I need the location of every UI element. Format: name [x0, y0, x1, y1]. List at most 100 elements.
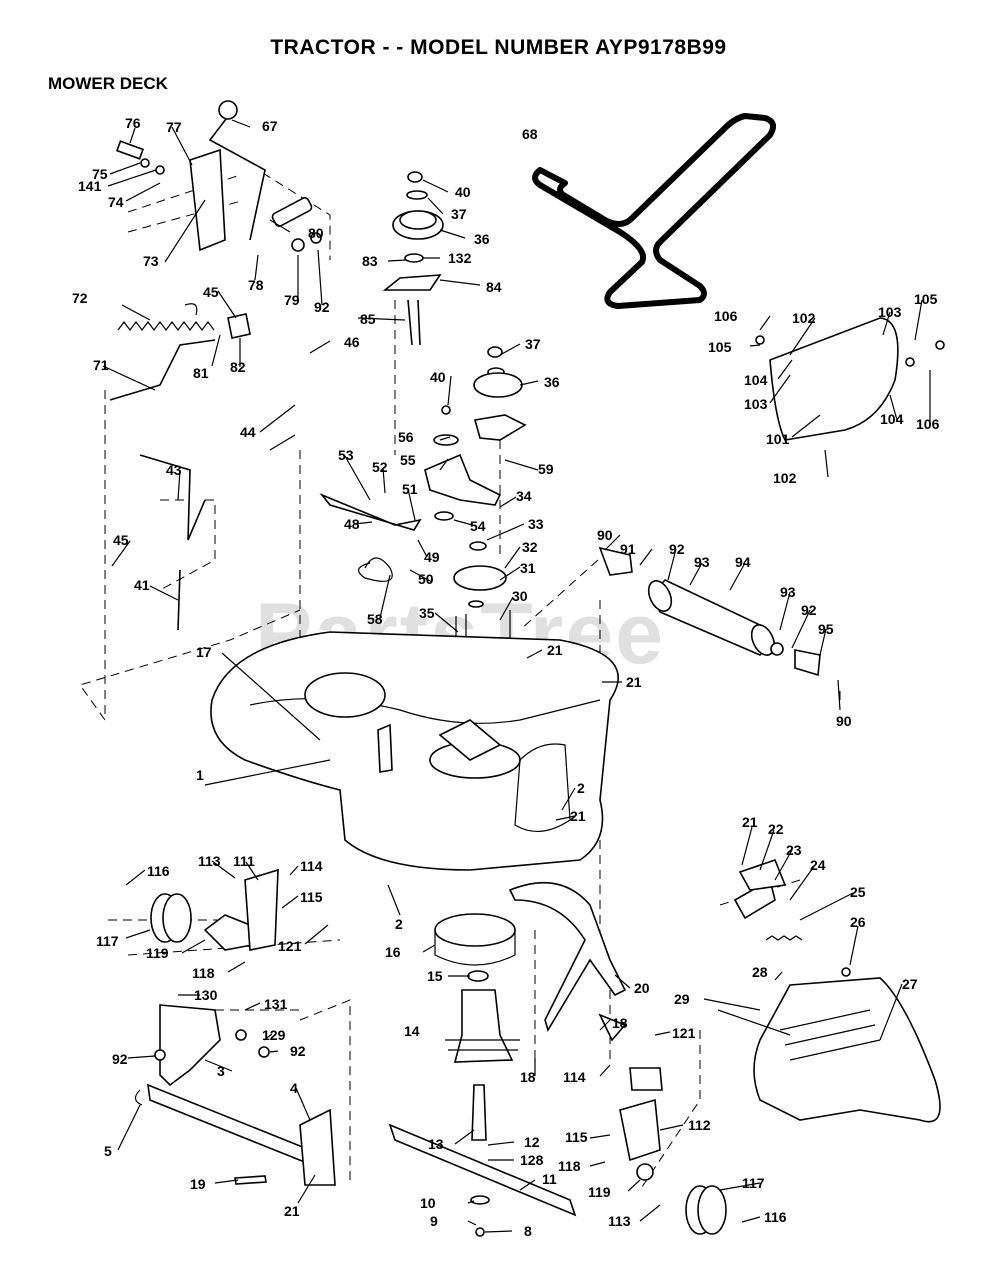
part-label: 132	[448, 250, 472, 266]
part-label: 129	[262, 1027, 286, 1043]
part-label: 16	[385, 944, 401, 960]
part-label: 36	[474, 231, 490, 247]
part-label: 40	[430, 369, 446, 385]
part-label: 37	[525, 336, 541, 352]
part-label: 33	[528, 516, 544, 532]
part-label: 18	[520, 1069, 536, 1085]
part-label: 92	[112, 1051, 128, 1067]
part-label: 116	[147, 863, 170, 879]
section-heading: MOWER DECK	[48, 74, 168, 93]
part-label: 59	[538, 461, 554, 477]
part-label: 14	[404, 1023, 420, 1039]
part-label: 76	[125, 115, 141, 131]
rear-baffle	[755, 317, 945, 441]
belt	[532, 113, 777, 309]
part-label: 24	[810, 857, 826, 873]
part-label: 90	[597, 527, 613, 543]
part-label: 30	[512, 588, 528, 604]
part-label: 83	[362, 253, 378, 269]
part-label: 115	[300, 889, 323, 905]
part-label: 46	[344, 334, 360, 350]
part-label: 91	[620, 541, 636, 557]
part-label: 128	[520, 1152, 544, 1168]
part-label: 43	[166, 462, 182, 478]
part-label: 40	[455, 184, 471, 200]
part-label: 26	[850, 914, 866, 930]
part-number-labels: 67 76 77 75 141 74 73 80 78 79 92 40 37 …	[72, 115, 940, 1239]
part-label: 77	[166, 119, 182, 135]
part-label: 117	[742, 1175, 765, 1191]
part-label: 67	[262, 118, 278, 134]
part-label: 27	[902, 976, 918, 992]
part-label: 29	[674, 991, 690, 1007]
part-label: 71	[93, 357, 109, 373]
mower-deck	[210, 631, 619, 871]
part-label: 72	[72, 290, 88, 306]
part-label: 45	[203, 284, 219, 300]
idler-bracket	[319, 434, 511, 666]
part-label: 95	[818, 621, 834, 637]
part-label: 105	[708, 339, 732, 355]
part-label: 81	[193, 365, 209, 381]
deck-hangers	[508, 882, 627, 1042]
part-label: 118	[558, 1158, 581, 1174]
part-label: 25	[850, 884, 866, 900]
part-label: 50	[418, 571, 434, 587]
part-label: 36	[544, 374, 560, 390]
part-label: 92	[669, 541, 685, 557]
part-label: 112	[688, 1117, 711, 1133]
part-label: 118	[192, 965, 215, 981]
part-label: 114	[563, 1069, 586, 1085]
part-label: 2	[395, 916, 403, 932]
part-label: 56	[398, 429, 414, 445]
part-label: 141	[78, 178, 102, 194]
part-label: 12	[524, 1134, 540, 1150]
part-label: 17	[196, 644, 212, 660]
part-label: 19	[190, 1176, 206, 1192]
part-label: 21	[284, 1203, 300, 1219]
part-label: 113	[608, 1213, 631, 1229]
part-label: 84	[486, 279, 502, 295]
part-label: 105	[914, 291, 938, 307]
part-label: 117	[96, 933, 119, 949]
part-label: 23	[786, 842, 802, 858]
part-label: 49	[424, 549, 440, 565]
part-label: 79	[284, 292, 300, 308]
part-label: 92	[290, 1043, 306, 1059]
part-label: 31	[520, 560, 536, 576]
part-label: 37	[451, 206, 467, 222]
spring-and-rods	[109, 303, 251, 631]
part-label: 78	[248, 277, 264, 293]
part-label: 116	[764, 1209, 787, 1225]
part-label: 3	[217, 1063, 225, 1079]
part-label: 115	[565, 1129, 588, 1145]
part-label: 55	[400, 452, 416, 468]
discharge-chute	[717, 858, 941, 1123]
part-label: 102	[792, 310, 816, 326]
part-label: 111	[233, 853, 255, 869]
part-label: 5	[104, 1143, 112, 1159]
part-label: 121	[672, 1025, 696, 1041]
part-label: 73	[143, 253, 159, 269]
part-label: 93	[780, 584, 796, 600]
part-label: 85	[360, 311, 376, 327]
part-label: 90	[836, 713, 852, 729]
part-label: 106	[714, 308, 738, 324]
part-label: 21	[742, 814, 758, 830]
part-label: 121	[278, 938, 302, 954]
part-label: 131	[264, 996, 288, 1012]
part-label: 11	[542, 1171, 557, 1187]
part-label: 18	[612, 1015, 628, 1031]
part-label: 51	[402, 481, 418, 497]
part-label: 114	[300, 858, 323, 874]
part-label: 10	[420, 1195, 436, 1211]
part-label: 22	[768, 821, 784, 837]
part-label: 75	[92, 166, 108, 182]
part-label: 52	[372, 459, 388, 475]
part-label: 68	[522, 126, 538, 142]
part-label: 2	[577, 780, 585, 796]
part-label: 1	[196, 767, 204, 783]
part-label: 92	[314, 299, 330, 315]
part-label: 20	[634, 980, 650, 996]
part-label: 119	[146, 945, 169, 961]
